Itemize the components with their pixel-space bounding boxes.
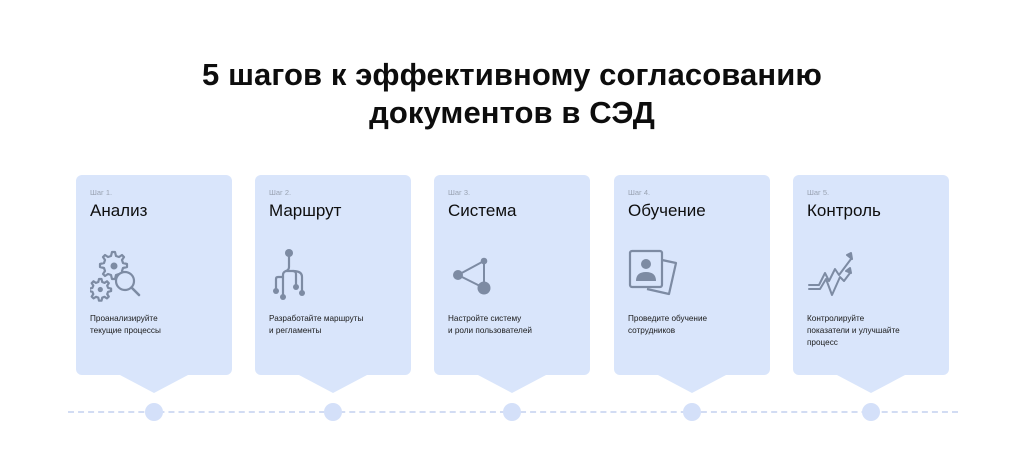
route-branch-icon (273, 249, 305, 300)
growth-chart-icon (808, 252, 853, 296)
step-number: Шаг 5. (807, 188, 830, 197)
user-cards-icon (628, 249, 678, 296)
step-card-training: Шаг 4. Обучение Проведите обучение сотру… (614, 175, 770, 375)
step-title: Анализ (90, 201, 148, 220)
step-description: Разработайте маршруты и регламенты (269, 314, 364, 335)
step-number: Шаг 2. (269, 188, 292, 197)
title-line-2: документов в СЭД (369, 95, 655, 130)
step-number: Шаг 1. (90, 188, 113, 197)
step-title: Маршрут (269, 201, 342, 220)
timeline-dot-2 (324, 403, 342, 421)
page-title: 5 шагов к эффективному согласованию доку… (0, 56, 1024, 132)
timeline-dot-1 (145, 403, 163, 421)
step-number: Шаг 3. (448, 188, 471, 197)
step-card-system: Шаг 3. Система Настройте систему и роли … (434, 175, 590, 375)
gears-magnifier-icon (90, 250, 141, 302)
step-title: Система (448, 201, 517, 220)
step-number: Шаг 4. (628, 188, 651, 197)
step-card-analysis: Шаг 1. Анализ Проанализируйте текущие пр… (76, 175, 232, 375)
step-title: Контроль (807, 201, 881, 220)
step-card-control: Шаг 5. Контроль Контролируйте показатели… (793, 175, 949, 375)
title-line-1: 5 шагов к эффективному согласованию (202, 57, 822, 92)
step-description: Контролируйте показатели и улучшайте про… (807, 314, 900, 347)
step-description: Проведите обучение сотрудников (628, 314, 708, 335)
timeline-dot-4 (683, 403, 701, 421)
timeline-dot-5 (862, 403, 880, 421)
step-description: Проанализируйте текущие процессы (90, 314, 161, 335)
network-nodes-icon (453, 257, 491, 295)
step-title: Обучение (628, 201, 706, 220)
step-card-route: Шаг 2. Маршрут Разработайте маршруты и р… (255, 175, 411, 375)
timeline-dot-3 (503, 403, 521, 421)
step-description: Настройте систему и роли пользователей (448, 314, 532, 335)
